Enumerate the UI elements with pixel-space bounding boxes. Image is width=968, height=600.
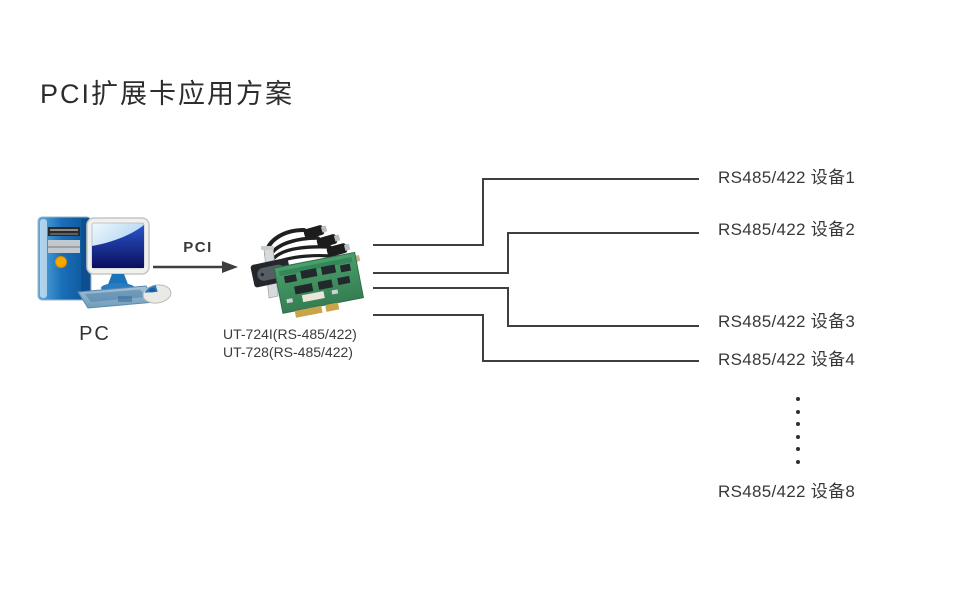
ellipsis-dot xyxy=(796,397,800,401)
page-title: PCI扩展卡应用方案 xyxy=(40,79,295,109)
pc-mouse xyxy=(142,284,172,304)
device-label-2: RS485/422 设备2 xyxy=(718,220,856,239)
ellipsis-dot xyxy=(796,409,800,414)
pc-label: PC xyxy=(79,323,111,345)
connection-line-4 xyxy=(373,314,699,362)
pci-arrow xyxy=(153,261,238,273)
pc-monitor xyxy=(86,217,150,293)
pc-keyboard xyxy=(77,285,157,309)
ellipsis-dot xyxy=(796,447,800,451)
arrow-head-icon xyxy=(222,261,238,273)
device-label-8: RS485/422 设备8 xyxy=(718,482,856,501)
card-model-1: UT-724I(RS-485/422) xyxy=(223,326,357,342)
pc-illustration xyxy=(37,216,172,309)
power-button-icon xyxy=(55,256,67,268)
connection-line-1 xyxy=(373,178,699,246)
card-model-2: UT-728(RS-485/422) xyxy=(223,343,353,360)
ellipsis-dot xyxy=(796,459,800,464)
connection-line-3 xyxy=(373,287,699,327)
ellipsis-dot xyxy=(796,434,800,439)
pci-bus-label: PCI xyxy=(183,239,213,256)
card-pcb xyxy=(273,251,365,318)
connection-line-2 xyxy=(373,232,699,274)
pci-card-illustration xyxy=(250,225,365,318)
pc-tower xyxy=(37,216,92,301)
device-label-4: RS485/422 设备4 xyxy=(718,350,856,369)
card-model-labels: UT-724I(RS-485/422) UT-728(RS-485/422) xyxy=(223,326,357,361)
device-label-1: RS485/422 设备1 xyxy=(718,168,856,187)
device-label-3: RS485/422 设备3 xyxy=(718,312,856,331)
connection-lines xyxy=(373,178,699,362)
ellipsis-dots xyxy=(796,397,800,464)
ellipsis-dot xyxy=(796,422,800,426)
